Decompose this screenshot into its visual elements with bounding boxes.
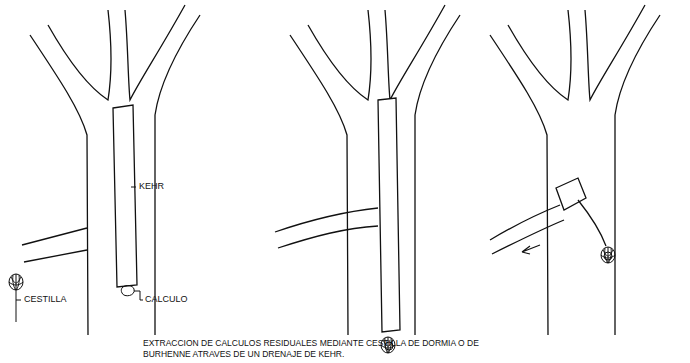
bile-duct	[290, 5, 460, 335]
figure-caption: EXTRACCION DE CALCULOS RESIDUALES MEDIAN…	[143, 338, 483, 360]
basket-symbol	[9, 274, 23, 290]
panel-two	[275, 5, 460, 353]
part-label: CESTILLA	[24, 294, 67, 305]
kehr-tube	[113, 105, 137, 287]
basket-wire	[578, 200, 606, 246]
basket-symbol	[601, 247, 615, 263]
kehr-limb	[275, 208, 378, 248]
direction-arrow	[522, 245, 540, 254]
kehr-tube	[378, 98, 400, 332]
panel-one	[9, 5, 200, 335]
kehr-limb	[490, 205, 564, 254]
basket-wire	[16, 290, 21, 322]
leader-line	[131, 187, 136, 188]
calculus	[121, 286, 134, 296]
duct-branch	[22, 228, 87, 262]
bile-duct	[490, 5, 660, 335]
bile-duct	[30, 5, 200, 335]
panel-three	[490, 5, 660, 335]
part-label: CALCULO	[145, 294, 188, 305]
part-label: KEHR	[139, 181, 164, 192]
leader-line	[134, 291, 143, 300]
calculus	[604, 252, 612, 260]
